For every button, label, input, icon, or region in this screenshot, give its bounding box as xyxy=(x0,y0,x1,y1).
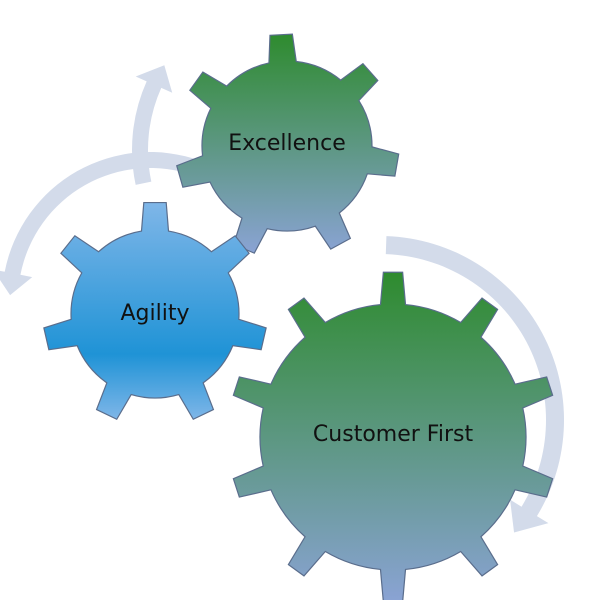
arrow-top-up xyxy=(131,65,173,185)
arrow-right-down xyxy=(385,236,565,533)
gear-excellence xyxy=(176,33,400,254)
gear-label-customer-first: Customer First xyxy=(313,422,474,447)
gear-agility xyxy=(43,201,267,421)
gear-label-agility: Agility xyxy=(121,301,190,326)
gear-customer-first xyxy=(232,271,554,600)
gear-label-excellence: Excellence xyxy=(228,131,346,156)
